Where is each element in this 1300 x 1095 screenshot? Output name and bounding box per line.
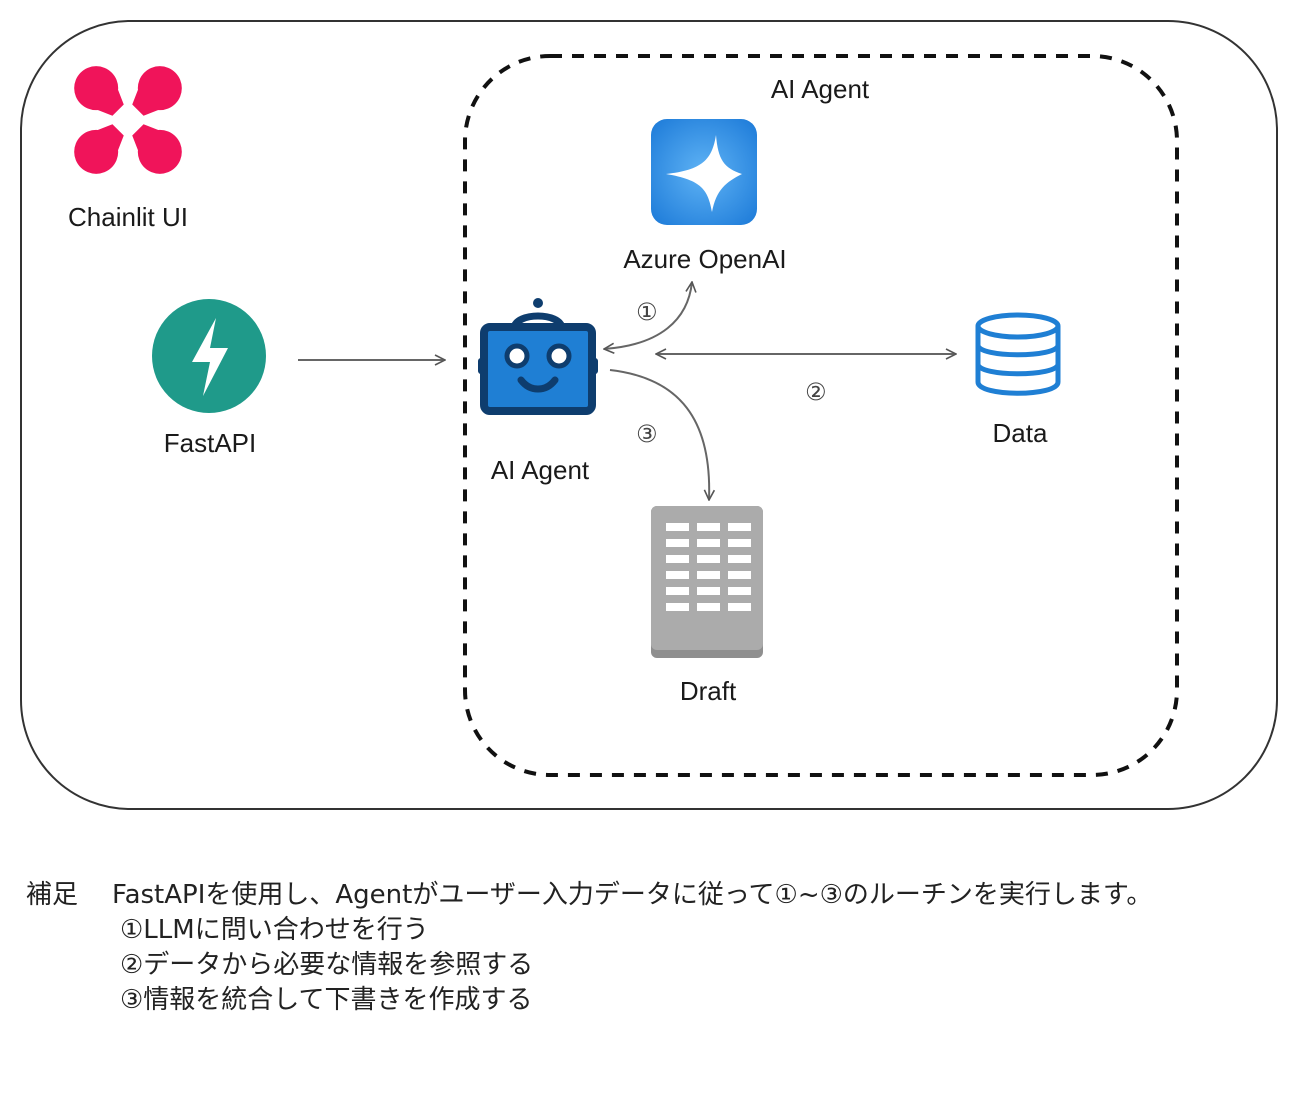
ai-agent-label: AI Agent: [490, 455, 590, 485]
notes-step-2: ②データから必要な情報を参照する: [120, 950, 534, 980]
draft-line: [697, 539, 720, 547]
draft-line: [697, 603, 720, 611]
edge-agent-draft: [609, 369, 709, 500]
draft-line: [666, 523, 689, 531]
draft-line: [728, 523, 751, 531]
draft-line: [697, 523, 720, 531]
draft-line: [728, 587, 751, 595]
notes-heading: 補足: [26, 880, 79, 910]
draft-line: [697, 555, 720, 563]
draft-line: [666, 571, 689, 579]
edge-label-step-3: ③: [636, 421, 658, 448]
edge-agent-openai: [604, 282, 692, 349]
robot-icon: [478, 298, 598, 415]
draft-line: [728, 539, 751, 547]
notes-intro: FastAPIを使用し、Agentがユーザー入力データに従って①~③のルーチンを…: [112, 880, 1153, 910]
chainlit-ui-label: Chainlit UI: [68, 202, 188, 232]
data-label: Data: [992, 418, 1048, 448]
lightning-bolt-icon: [152, 299, 266, 413]
azure-openai-label: Azure OpenAI: [623, 244, 787, 274]
sparkle-icon: [651, 119, 757, 225]
draft-line: [697, 571, 720, 579]
ai-agent-group-label: AI Agent: [770, 74, 870, 104]
draft-line: [666, 603, 689, 611]
draft-line: [697, 587, 720, 595]
edge-label-step-1: ①: [636, 299, 658, 326]
ai-agent-group-border: [463, 54, 1179, 777]
fastapi-label: FastAPI: [163, 428, 257, 458]
draft-line: [666, 555, 689, 563]
chainlit-logo-icon: [74, 66, 182, 174]
notes-step-1: ①LLMに問い合わせを行う: [120, 915, 429, 945]
draft-line: [666, 539, 689, 547]
draft-line: [728, 571, 751, 579]
draft-line: [666, 587, 689, 595]
draft-label: Draft: [679, 676, 737, 706]
draft-line: [728, 555, 751, 563]
notes-step-3: ③情報を統合して下書きを作成する: [120, 985, 533, 1015]
document-grid-icon: [651, 506, 763, 658]
outer-container: [20, 20, 1278, 810]
notes-block: 補足 FastAPIを使用し、Agentがユーザー入力データに従って①~③のルーチ…: [26, 878, 1152, 1018]
edge-label-step-2: ②: [805, 379, 827, 406]
database-icon: [975, 312, 1061, 396]
draft-line: [728, 603, 751, 611]
